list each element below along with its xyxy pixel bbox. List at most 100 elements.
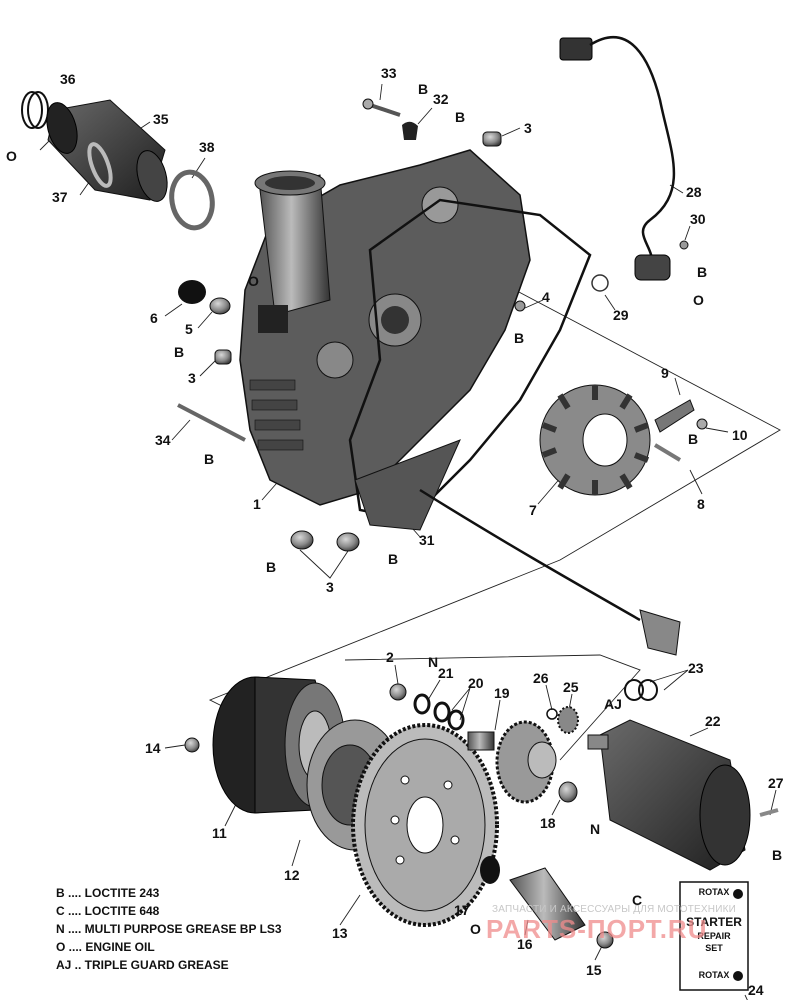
- callout-23: 23: [688, 660, 704, 676]
- kit-line-repair: REPAIR: [697, 931, 731, 941]
- callout-35: 35: [153, 111, 169, 127]
- kit-line-set: SET: [705, 943, 723, 953]
- marker-3-left-loctite: B: [174, 344, 185, 360]
- marker-34-loctite: B: [204, 451, 215, 467]
- callout-38: 38: [199, 139, 215, 155]
- marker-25-triple-guard: AJ: [604, 696, 622, 712]
- part-35-sleeve: [46, 99, 168, 202]
- part-3-plug-top: [482, 131, 502, 147]
- callout-1: 1: [253, 496, 261, 512]
- part-7-stator: [539, 384, 651, 496]
- marker-30-oil: O: [693, 292, 704, 308]
- stator-connector: [639, 609, 681, 656]
- callout-10: 10: [732, 427, 748, 443]
- part-3-plug-bottom-a: [290, 530, 314, 550]
- marker-3-bottom-loctite-b: B: [388, 551, 399, 567]
- part-13-starter-gear: [351, 723, 499, 927]
- marker-36-oil: O: [6, 148, 17, 164]
- legend-n: N .... MULTI PURPOSE GREASE BP LS3: [56, 922, 282, 936]
- stator-wire: [419, 488, 641, 622]
- part-10-screw: [696, 418, 708, 430]
- lubricant-legend: B .... LOCTITE 243 C .... LOCTITE 648 N …: [56, 884, 282, 974]
- part-19-intermediate-gear: [467, 720, 557, 804]
- callout-18: 18: [540, 815, 556, 831]
- marker-18-grease: N: [590, 821, 601, 837]
- part-6-seal: [178, 280, 206, 304]
- callout-7: 7: [529, 502, 537, 518]
- part-20-washer-b: [447, 709, 465, 731]
- part-24-repair-kit: [679, 881, 749, 991]
- callout-3-top: 3: [524, 120, 532, 136]
- part-36-o-rings: [21, 91, 49, 129]
- callout-9: 9: [661, 365, 669, 381]
- callout-26: 26: [533, 670, 549, 686]
- part-23-o-rings: [624, 679, 658, 701]
- callout-30: 30: [690, 211, 706, 227]
- callout-8: 8: [697, 496, 705, 512]
- part-4-dowel: [514, 300, 526, 312]
- callout-22: 22: [705, 713, 721, 729]
- callout-17: 17: [454, 902, 470, 918]
- callout-36: 36: [60, 71, 76, 87]
- kit-brand-top: ROTAX: [698, 887, 730, 897]
- part-22-starter-motor: [587, 719, 751, 871]
- part-5-washer: [209, 297, 231, 315]
- part-30-sensor: [634, 240, 689, 281]
- part-16-shaft: [509, 867, 586, 941]
- marker-4-loctite: B: [514, 330, 525, 346]
- callout-33: 33: [381, 65, 397, 81]
- marker-5-oil: O: [248, 273, 259, 289]
- legend-aj: AJ .. TRIPLE GUARD GREASE: [56, 958, 229, 972]
- callout-37: 37: [52, 189, 68, 205]
- callout-5: 5: [185, 321, 193, 337]
- part-15-bushing: [596, 931, 614, 949]
- kit-brand-bottom: ROTAX: [698, 970, 730, 980]
- callout-3-bottom: 3: [326, 579, 334, 595]
- callout-11: 11: [212, 825, 227, 841]
- legend-c: C .... LOCTITE 648: [56, 904, 160, 918]
- part-28-sensor-harness: [559, 36, 676, 271]
- part-25-pinion: [557, 706, 579, 734]
- callout-21: 21: [438, 665, 454, 681]
- callout-15: 15: [586, 962, 602, 978]
- marker-16-loctite-648: C: [632, 892, 643, 908]
- callout-6: 6: [150, 310, 158, 326]
- part-14-bolt: [184, 737, 200, 753]
- marker-3-top-loctite: B: [455, 109, 466, 125]
- marker-3-bottom-loctite-a: B: [266, 559, 277, 575]
- marker-17-oil: O: [470, 921, 481, 937]
- watermark-logo: PARTS-ПОРТ.RU: [486, 914, 708, 944]
- callout-31: 31: [419, 532, 435, 548]
- part-26-o-ring: [546, 708, 558, 720]
- marker-27-loctite: B: [772, 847, 783, 863]
- callout-25: 25: [563, 679, 579, 695]
- part-20-washer-a: [433, 701, 451, 723]
- part-37-ring: [87, 142, 113, 188]
- part-32-clip: [402, 121, 418, 140]
- part-21-washer: [413, 693, 431, 715]
- marker-33-loctite: B: [418, 81, 429, 97]
- part-29-o-ring: [591, 274, 609, 292]
- callout-19: 19: [494, 685, 510, 701]
- callout-13: 13: [332, 925, 348, 941]
- kit-line-starter: STARTER: [686, 915, 742, 929]
- callout-16: 16: [517, 936, 533, 952]
- part-8-screw: [653, 443, 682, 462]
- callout-2: 2: [386, 649, 394, 665]
- callout-34: 34: [155, 432, 171, 448]
- part-18-bushing: [558, 781, 578, 803]
- callout-20: 20: [468, 675, 484, 691]
- part-38-clamp: [169, 169, 215, 231]
- marker-30-loctite: B: [697, 264, 708, 280]
- callout-27: 27: [768, 775, 784, 791]
- part-1-magneto-housing: [239, 149, 531, 506]
- watermark-text: ЗАПЧАСТИ И АКСЕССУАРЫ ДЛЯ МОТОТЕХНИКИ: [492, 904, 737, 915]
- part-34-stud: [177, 403, 246, 442]
- marker-2-grease: N: [428, 654, 439, 670]
- callout-32: 32: [433, 91, 449, 107]
- part-3-plug-left: [214, 349, 232, 365]
- callout-3-left: 3: [188, 370, 196, 386]
- part-3-plug-bottom-b: [336, 532, 360, 552]
- callout-14: 14: [145, 740, 161, 756]
